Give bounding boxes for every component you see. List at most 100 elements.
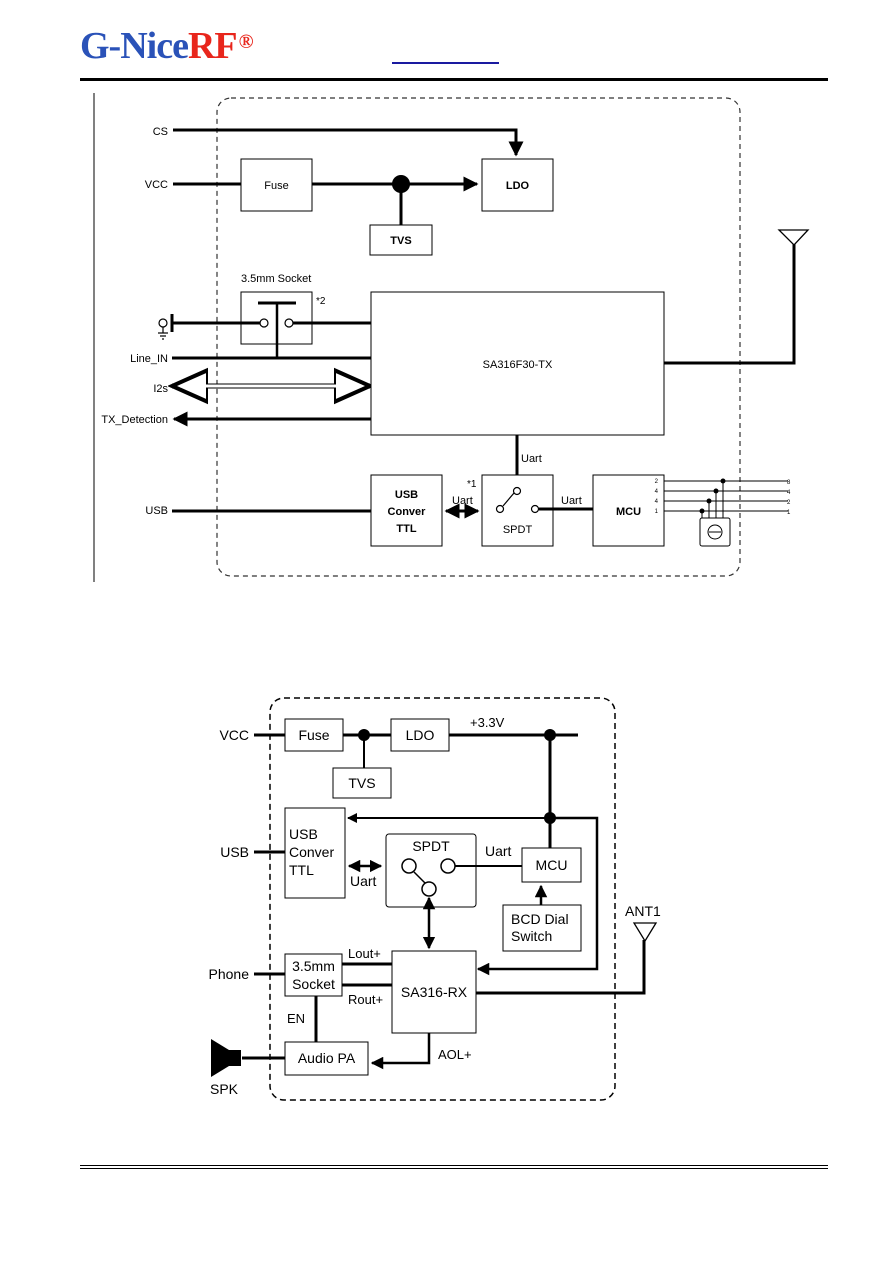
tx-socket-title: 3.5mm Socket <box>241 273 311 285</box>
rx-usb-converter-block <box>284 807 346 899</box>
rx-usb-label: USB <box>220 844 249 860</box>
tx-i2s-label: I2s <box>153 383 168 395</box>
rx-usb-conv-line3: TTL <box>289 862 314 878</box>
tx-ldo-label: LDO <box>506 180 530 192</box>
rx-aol-line <box>370 1033 431 1070</box>
rx-audio-pa-block <box>284 1041 369 1076</box>
rx-socket-line2: Socket <box>292 976 335 992</box>
rx-33v-label: +3.3V <box>470 715 505 730</box>
header-link-underline[interactable] <box>392 62 499 64</box>
tx-uart-up-label: Uart <box>521 453 542 465</box>
rx-ldo-label: LDO <box>406 727 435 743</box>
tx-cs-line <box>173 128 524 157</box>
rx-main-block <box>391 950 477 1034</box>
rx-rout-label: Rout+ <box>348 992 383 1007</box>
tx-dip-right-4: 1 <box>787 510 791 516</box>
tx-spdt-throw-left <box>495 504 505 514</box>
tx-usb-converter-block <box>370 474 443 547</box>
rx-tvs-label: TVS <box>348 775 375 791</box>
tx-main-label: SA316F30-TX <box>483 359 553 371</box>
tx-cs-label: CS <box>153 126 168 138</box>
rx-spk-label: SPK <box>210 1081 239 1097</box>
rx-fuse-block <box>284 718 344 752</box>
tx-dip-right-1: 8 <box>787 480 791 486</box>
tx-spdt-throw-right <box>530 504 540 514</box>
tx-usb-conv-line3: TTL <box>396 523 416 535</box>
brand-logo: G-NiceRF® <box>80 24 254 68</box>
tx-spdt-blade <box>502 492 515 507</box>
rx-tvs-block <box>332 767 392 799</box>
rx-mcu-label: MCU <box>536 857 568 873</box>
tx-main-block <box>370 291 665 436</box>
tx-dip-left-1: 2 <box>655 479 659 485</box>
tx-uart-right-label: Uart <box>561 495 582 507</box>
tx-dip-left-3: 4 <box>655 499 659 505</box>
registered-mark: ® <box>238 31 254 53</box>
tx-usb-label: USB <box>145 505 168 517</box>
header-rule <box>80 78 828 81</box>
rx-mcu-block <box>521 847 582 883</box>
rx-diagram: VCC Fuse TVS LDO +3.3V USB USB Conver TT… <box>209 697 661 1101</box>
tx-note-2: *2 <box>316 296 326 307</box>
footer-rule-bottom <box>80 1168 828 1169</box>
rx-socket-block <box>284 953 343 997</box>
antenna-icon <box>777 229 810 246</box>
rx-lout-label: Lout+ <box>348 946 381 961</box>
tx-dip-right-3: 2 <box>787 500 791 506</box>
logo-suffix: RF <box>187 25 238 67</box>
tx-tvs-block <box>369 224 433 256</box>
tx-fuse-label: Fuse <box>264 180 288 192</box>
rx-spdt-throw-right <box>440 858 456 874</box>
rx-spdt-common <box>421 881 437 897</box>
rx-uart-top-label: Uart <box>485 843 512 859</box>
rx-spdt-throw-left <box>401 858 417 874</box>
tx-module-boundary <box>216 97 741 577</box>
tx-dip-right-2: 4 <box>787 490 791 496</box>
tx-socket-contact-right <box>284 318 294 328</box>
tx-diagram: CS VCC Fuse LDO TVS 3.5mm Socket *2 <box>93 93 810 582</box>
rx-main-label: SA316-RX <box>401 984 468 1000</box>
rx-antenna-feed <box>476 940 646 995</box>
rx-phone-label: Phone <box>209 966 250 982</box>
rx-aol-label: AOL+ <box>438 1047 472 1062</box>
tx-note-1: *1 <box>467 479 477 490</box>
speaker-icon <box>211 1039 241 1077</box>
footer-rule-top <box>80 1165 828 1166</box>
tx-usb-conv-line2: Conver <box>388 506 427 518</box>
rx-uart-left-label: Uart <box>350 873 377 889</box>
rx-bcd-switch-block <box>502 904 582 952</box>
tx-fuse-block <box>240 158 313 212</box>
rx-bcd-line2: Switch <box>511 928 552 944</box>
rx-en-label: EN <box>287 1011 305 1026</box>
tx-tvs-label: TVS <box>390 235 411 247</box>
tx-dip-left-2: 4 <box>655 489 659 495</box>
rx-usb-conv-line1: USB <box>289 826 318 842</box>
tx-antenna-feed <box>664 244 796 365</box>
rx-33v-to-main <box>476 816 599 976</box>
logo-prefix: G-Nice <box>80 25 189 67</box>
tx-ldo-block <box>481 158 554 212</box>
tx-spdt-label: SPDT <box>503 524 533 536</box>
tx-line-in-label: Line_IN <box>130 353 168 365</box>
rx-fuse-label: Fuse <box>298 727 329 743</box>
tx-dip-left-4: 1 <box>655 509 659 515</box>
rx-spdt-label: SPDT <box>412 838 450 854</box>
rx-spdt-blade <box>413 871 426 884</box>
rx-audio-pa-label: Audio PA <box>298 1050 356 1066</box>
antenna-icon <box>632 922 658 943</box>
tx-uart-left-label: Uart <box>452 495 473 507</box>
rx-vcc-label: VCC <box>219 727 249 743</box>
tx-spdt-common <box>512 486 522 496</box>
tx-usb-conv-line1: USB <box>395 489 418 501</box>
tx-mcu-label: MCU <box>616 506 641 518</box>
tx-vcc-label: VCC <box>145 179 168 191</box>
tx-detection-label: TX_Detection <box>101 414 168 426</box>
rx-usb-conv-line2: Conver <box>289 844 334 860</box>
tx-bcd-bus <box>664 478 788 518</box>
ground-icon <box>158 318 168 340</box>
rx-bcd-line1: BCD Dial <box>511 911 569 927</box>
dial-switch-icon <box>699 517 731 547</box>
rx-socket-line1: 3.5mm <box>292 958 335 974</box>
rx-ant-label: ANT1 <box>625 903 661 919</box>
